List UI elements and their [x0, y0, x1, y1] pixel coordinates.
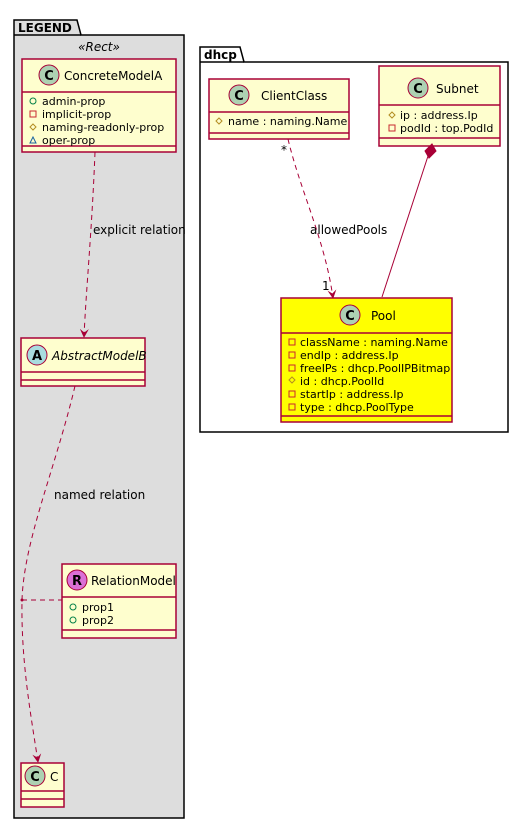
field-naming-readonly-prop: naming-readonly-prop — [42, 121, 164, 134]
edge-allowed-pools: * allowedPools 1 — [281, 138, 387, 299]
composition-diamond — [424, 143, 437, 159]
field-id: id : dhcp.PoolId — [300, 375, 384, 388]
class-name: RelationModel — [91, 574, 176, 588]
class-subnet[interactable]: C Subnet ip : address.Ip podId : top.Pod… — [378, 65, 501, 147]
edge-explicit-relation: explicit relation — [79, 151, 186, 338]
class-icon-letter: C — [30, 770, 40, 785]
class-icon — [228, 84, 250, 106]
field-class-name: className : naming.Name — [300, 336, 448, 349]
field-admin-prop: admin-prop — [42, 95, 105, 108]
legend-stereotype: «Rect» — [78, 40, 120, 54]
class-relation-model[interactable]: R RelationModel prop1 prop2 — [61, 563, 177, 639]
field-prop2: prop2 — [82, 614, 114, 627]
protected-icon — [388, 111, 396, 119]
class-name: AbstractModelB — [51, 349, 147, 363]
protected-icon — [215, 117, 223, 125]
private-icon — [288, 364, 296, 372]
class-icon — [38, 64, 60, 86]
edge-named-relation: named relation — [20, 385, 145, 763]
class-c[interactable]: C C — [20, 762, 65, 808]
class-concrete-model-a[interactable]: C ConcreteModelA admin-prop implicit-pro… — [21, 58, 177, 153]
field-free-ips: freeIPs : dhcp.PoolIPBitmap — [300, 362, 450, 375]
package-icon — [29, 135, 37, 144]
relation-class-icon — [66, 569, 88, 591]
field-implicit-prop: implicit-prop — [42, 108, 111, 121]
class-icon-letter: R — [72, 574, 82, 589]
private-icon — [288, 351, 296, 359]
private-icon — [29, 110, 37, 118]
class-name: C — [50, 770, 58, 784]
class-icon-letter: C — [234, 89, 244, 104]
named-relation-label: named relation — [54, 488, 145, 502]
private-icon — [288, 403, 296, 411]
class-client-class[interactable]: C ClientClass name : naming.Name — [208, 78, 350, 140]
class-name: ClientClass — [261, 89, 327, 103]
abstract-class-icon — [26, 344, 48, 366]
field-prop1: prop1 — [82, 601, 114, 614]
private-icon — [288, 338, 296, 346]
explicit-relation-label: explicit relation — [93, 223, 186, 237]
class-icon — [339, 304, 361, 326]
class-abstract-model-b[interactable]: A AbstractModelB — [20, 337, 147, 387]
class-icon-letter: C — [44, 69, 54, 84]
field-type: type : dhcp.PoolType — [300, 401, 414, 414]
protected-icon — [288, 376, 296, 384]
private-icon — [288, 390, 296, 398]
public-icon — [29, 97, 37, 105]
field-start-ip: startIp : address.Ip — [300, 388, 404, 401]
field-end-ip: endIp : address.Ip — [300, 349, 399, 362]
class-name: Subnet — [436, 82, 479, 96]
public-icon — [69, 616, 77, 624]
public-icon — [69, 603, 77, 611]
class-icon — [407, 77, 429, 99]
class-name: Pool — [371, 309, 396, 323]
allowed-pools-label: allowedPools — [310, 223, 387, 237]
legend-title: LEGEND — [18, 21, 72, 35]
field-pod-id: podId : top.PodId — [400, 122, 493, 135]
protected-icon — [29, 123, 37, 131]
multiplicity-one: 1 — [322, 279, 330, 293]
field-oper-prop: oper-prop — [42, 134, 95, 147]
dhcp-title: dhcp — [204, 48, 237, 62]
field-name: name : naming.Name — [228, 115, 348, 128]
class-icon-letter: C — [345, 309, 355, 324]
field-ip: ip : address.Ip — [400, 109, 478, 122]
class-name: ConcreteModelA — [64, 69, 163, 83]
class-pool[interactable]: C Pool className : naming.Name endIp : a… — [280, 297, 453, 423]
multiplicity-many: * — [281, 143, 287, 157]
edge-subnet-pool-composition — [381, 143, 437, 298]
class-icon — [24, 765, 46, 787]
class-icon-letter: C — [413, 82, 423, 97]
private-icon — [388, 124, 396, 132]
class-icon-letter: A — [32, 349, 42, 364]
